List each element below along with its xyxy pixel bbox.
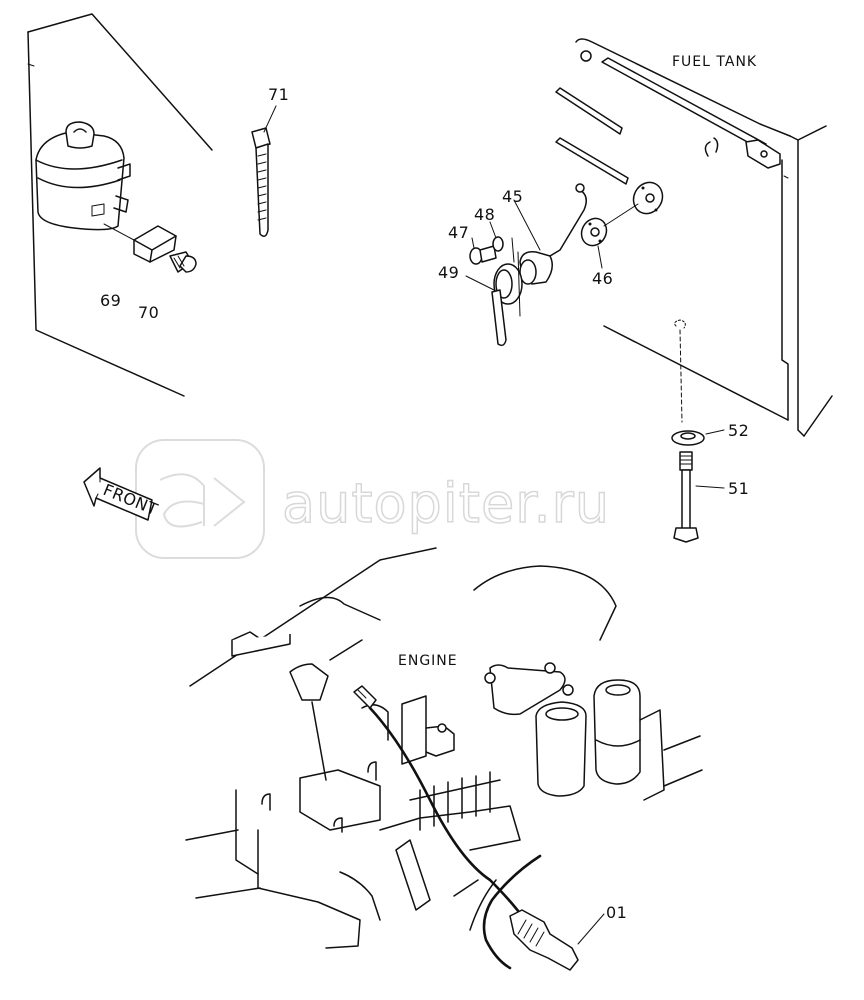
labels: FUEL TANK ENGINE 71 69 70 45 48 47 49 46… (100, 54, 757, 922)
sensor-01 (353, 685, 605, 971)
washer-48 (489, 221, 515, 263)
label-49: 49 (438, 263, 459, 282)
cable-tie-71 (251, 105, 277, 237)
watermark: autopiter.ru (135, 439, 610, 559)
watermark-logo-a (159, 473, 205, 528)
label-45: 45 (502, 187, 523, 206)
label-48: 48 (474, 205, 495, 224)
bolt-51 (673, 451, 725, 543)
watermark-logo-chevron (213, 477, 246, 527)
label-51: 51 (728, 479, 749, 498)
engine-label: ENGINE (398, 653, 458, 669)
bolt-47 (469, 237, 497, 265)
label-01: 01 (606, 903, 627, 922)
clip-69 (103, 223, 177, 263)
fuel-sender-45 (513, 183, 587, 285)
reservoir-tank (35, 121, 131, 231)
fuel-tank (555, 38, 833, 437)
left-panel (27, 13, 213, 397)
watermark-text: autopiter.ru (282, 472, 610, 535)
engine-outline (185, 547, 703, 949)
label-46: 46 (592, 269, 613, 288)
flange-46 (580, 181, 664, 269)
front-arrow: FRONT (83, 467, 161, 521)
label-69: 69 (100, 291, 121, 310)
bolt-70 (169, 251, 197, 273)
gauge-49 (465, 251, 523, 347)
label-47: 47 (448, 223, 469, 242)
label-71: 71 (268, 85, 289, 104)
fuel-tank-label: FUEL TANK (672, 54, 757, 70)
label-52: 52 (728, 421, 749, 440)
label-70: 70 (138, 303, 159, 322)
washer-52 (671, 319, 725, 446)
